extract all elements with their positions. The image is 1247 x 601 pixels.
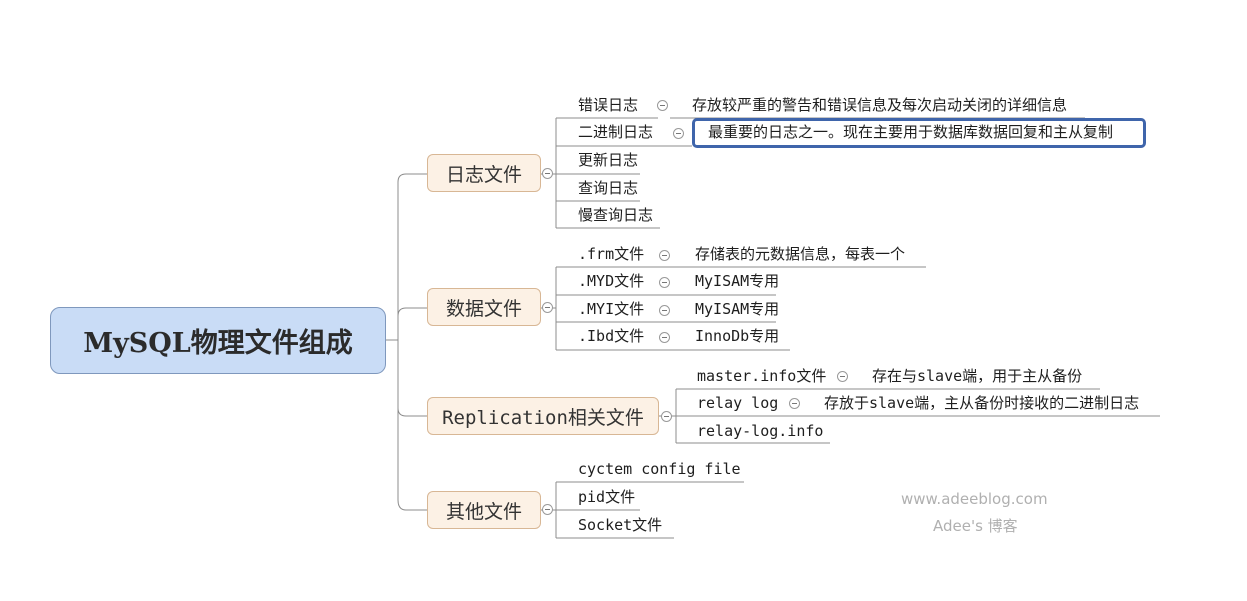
desc-myd-file[interactable]: MyISAM专用 bbox=[695, 272, 780, 290]
collapse-icon[interactable] bbox=[659, 305, 670, 316]
collapse-icon[interactable] bbox=[542, 504, 553, 515]
leaf-relay-log[interactable]: relay log bbox=[697, 394, 779, 412]
collapse-icon[interactable] bbox=[659, 250, 670, 261]
desc-master-info[interactable]: 存在与slave端，用于主从备份 bbox=[872, 367, 1083, 385]
leaf-socket-file[interactable]: Socket文件 bbox=[578, 516, 663, 534]
collapse-icon[interactable] bbox=[789, 398, 800, 409]
branch-replication-files[interactable]: Replication相关文件 bbox=[427, 397, 659, 435]
collapse-icon[interactable] bbox=[659, 277, 670, 288]
collapse-icon[interactable] bbox=[673, 128, 684, 139]
leaf-update-log[interactable]: 更新日志 bbox=[578, 151, 639, 169]
selection-highlight bbox=[692, 118, 1146, 148]
leaf-pid-file[interactable]: pid文件 bbox=[578, 488, 636, 506]
connector-trunk bbox=[397, 173, 427, 511]
branch-data-files[interactable]: 数据文件 bbox=[427, 288, 541, 326]
desc-relay-log[interactable]: 存放于slave端，主从备份时接收的二进制日志 bbox=[824, 394, 1140, 412]
collapse-icon[interactable] bbox=[542, 302, 553, 313]
leaf-system-config-file[interactable]: cyctem config file bbox=[578, 460, 741, 478]
leaf-binary-log[interactable]: 二进制日志 bbox=[578, 123, 654, 141]
leaf-myi-file[interactable]: .MYI文件 bbox=[578, 300, 645, 318]
desc-ibd-file[interactable]: InnoDb专用 bbox=[695, 327, 780, 345]
leaf-frm-file[interactable]: .frm文件 bbox=[578, 245, 645, 263]
branch-other-files[interactable]: 其他文件 bbox=[427, 491, 541, 529]
collapse-icon[interactable] bbox=[837, 371, 848, 382]
root-node[interactable]: MySQL物理文件组成 bbox=[50, 307, 386, 374]
watermark-url: www.adeeblog.com bbox=[901, 490, 1048, 508]
collapse-icon[interactable] bbox=[659, 332, 670, 343]
branch-log-files[interactable]: 日志文件 bbox=[427, 154, 541, 192]
leaf-query-log[interactable]: 查询日志 bbox=[578, 179, 639, 197]
collapse-icon[interactable] bbox=[542, 168, 553, 179]
leaf-slow-query-log[interactable]: 慢查询日志 bbox=[578, 206, 654, 224]
leaf-myd-file[interactable]: .MYD文件 bbox=[578, 272, 645, 290]
collapse-icon[interactable] bbox=[661, 411, 672, 422]
leaf-ibd-file[interactable]: .Ibd文件 bbox=[578, 327, 645, 345]
leaf-master-info[interactable]: master.info文件 bbox=[697, 367, 827, 385]
leaf-relay-log-info[interactable]: relay-log.info bbox=[697, 422, 824, 440]
desc-error-log[interactable]: 存放较严重的警告和错误信息及每次启动关闭的详细信息 bbox=[692, 96, 1068, 114]
leaf-error-log[interactable]: 错误日志 bbox=[578, 96, 639, 114]
watermark-blog-name: Adee's 博客 bbox=[933, 517, 1018, 535]
desc-frm-file[interactable]: 存储表的元数据信息，每表一个 bbox=[695, 245, 906, 263]
desc-binary-log[interactable]: 最重要的日志之一。现在主要用于数据库数据回复和主从复制 bbox=[708, 123, 1114, 141]
desc-myi-file[interactable]: MyISAM专用 bbox=[695, 300, 780, 318]
collapse-icon[interactable] bbox=[657, 100, 668, 111]
